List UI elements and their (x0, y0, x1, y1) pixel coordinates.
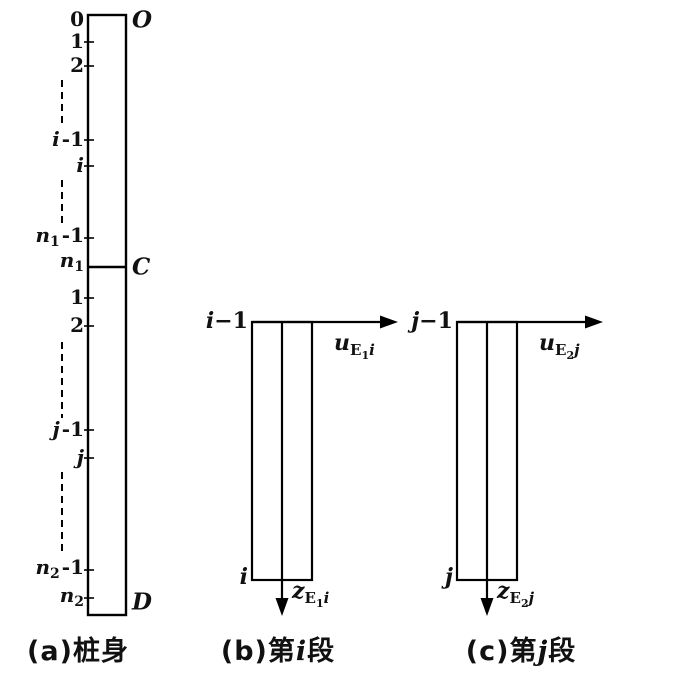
z-axis-arrowhead-i (275, 598, 289, 616)
caption-a: (a)桩身 (27, 636, 129, 667)
pile-point-O: O (132, 6, 153, 34)
u-axis-label-i: uE1i (334, 330, 375, 362)
pile-node-label-2: 2 (70, 53, 84, 77)
u-axis-arrowhead-j (585, 315, 603, 329)
u-axis-label-j: uE2j (539, 330, 580, 362)
pile-node-label-n1: n1 (59, 247, 84, 275)
pile-outline (86, 13, 128, 617)
pile-node-label-i-1: i-1 (52, 127, 84, 151)
pile-node-label-j: j (76, 445, 84, 469)
pile-point-D: D (132, 588, 152, 616)
pile-node-label-i: i (76, 153, 84, 177)
segment-j-top-label: j−1 (411, 307, 453, 334)
pile-body-group (61, 13, 128, 617)
pile-node-label-2b: 2 (70, 313, 84, 337)
pile-node-label-n2: n2 (59, 582, 84, 610)
pile-node-label-n1-1: n1-1 (35, 222, 84, 250)
segment-j-group (455, 315, 603, 616)
segment-j-bottom-label: j (445, 563, 453, 590)
z-axis-arrowhead-j (480, 598, 494, 616)
caption-b: (b)第i段 (220, 636, 336, 667)
caption-c: (c)第j段 (465, 636, 577, 667)
segment-i-bottom-label: i (239, 563, 248, 590)
u-axis-arrowhead-i (380, 315, 398, 329)
pile-tick-marks (84, 41, 94, 599)
z-axis-label-i: zE1i (292, 578, 330, 610)
pile-point-C: C (132, 253, 151, 281)
pile-node-label-1: 1 (70, 29, 84, 53)
z-axis-label-j: zE2j (497, 578, 535, 610)
pile-node-label-j-1: j-1 (52, 417, 84, 441)
segment-i-group (250, 315, 398, 616)
pile-node-label-1b: 1 (70, 285, 84, 309)
pile-node-label-n2-1: n2-1 (35, 554, 84, 582)
pile-node-label-0: 0 (70, 7, 84, 31)
segment-i-top-label: i−1 (205, 307, 248, 334)
